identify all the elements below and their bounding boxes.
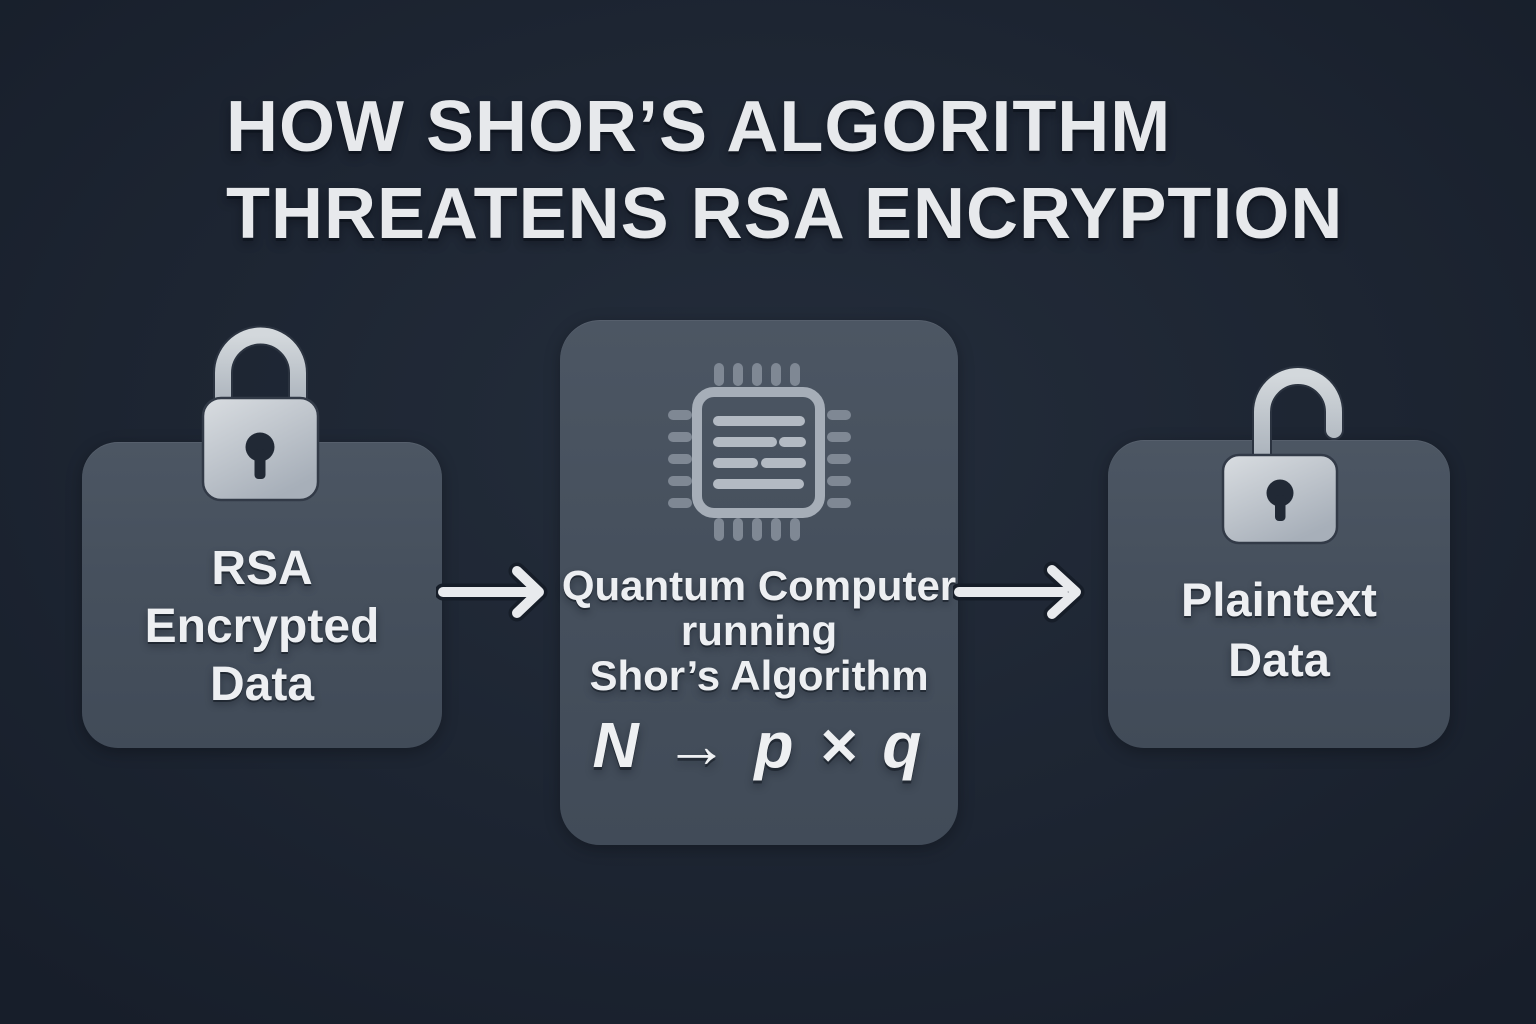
arrow-right-icon [953,561,1085,623]
lock-open-icon [1221,366,1344,545]
node-label-rsa-encrypted-data: RSA Encrypted Data [144,542,380,711]
arrow-right-icon [436,562,548,622]
page-title: HOW SHOR’S ALGORITHM THREATENS RSA ENCRY… [226,87,1344,254]
node-label-plaintext-data: Plaintext Data [1181,573,1377,686]
node-label-quantum-computer: Quantum Computer running Shor’s Algorith… [561,562,957,699]
lock-closed-icon [201,325,320,502]
cpu-chip-icon [668,363,851,541]
node-quantum-computer: Quantum Computer running Shor’s Algorith… [560,320,958,845]
factorization-formula: N → p × q [592,709,926,781]
